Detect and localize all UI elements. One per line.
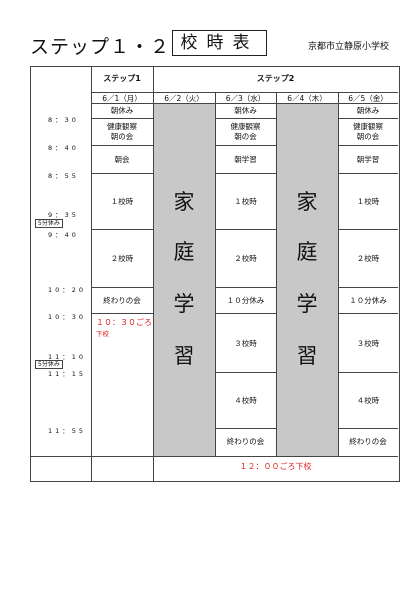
home-study-char: 庭 <box>296 240 318 264</box>
grid-line <box>215 287 276 288</box>
fri-closing: 終わりの会 <box>349 437 387 446</box>
grid-line <box>338 428 398 429</box>
grid-line <box>215 372 276 373</box>
home-study-char: 家 <box>173 190 195 214</box>
document-title: 校時表 <box>172 30 267 56</box>
fri-period-1: １校時 <box>356 197 380 206</box>
wed-health-check: 健康観察 <box>230 122 261 131</box>
date-mon: 6／1（月） <box>102 94 142 103</box>
wed-period-1: １校時 <box>234 197 257 206</box>
mon-dismiss-label: 下校 <box>96 330 109 338</box>
grid-line <box>91 103 398 104</box>
grid-line <box>215 229 276 230</box>
time-label: 11：55 <box>48 427 87 435</box>
mon-asa-yasumi: 朝休み <box>110 106 134 115</box>
home-study-column-tue <box>153 103 215 456</box>
grid-line <box>153 66 154 481</box>
grid-line <box>91 313 153 314</box>
mon-period-2: ２校時 <box>110 254 134 263</box>
grid-line <box>215 118 276 119</box>
fri-period-4: ４校時 <box>356 396 380 405</box>
grid-line <box>338 118 398 119</box>
mon-period-1: １校時 <box>110 197 134 206</box>
wed-period-3: ３校時 <box>234 339 257 348</box>
time-label: 10：20 <box>48 286 87 294</box>
date-tue: 6／2（火） <box>164 94 204 103</box>
mon-assembly: 朝会 <box>114 155 130 164</box>
grid-line <box>338 313 398 314</box>
home-study-char: 庭 <box>173 240 195 264</box>
date-thu: 6／4（木） <box>287 94 327 103</box>
wed-asa-yasumi: 朝休み <box>234 106 257 115</box>
grid-line <box>215 92 216 456</box>
grid-line <box>338 173 398 174</box>
mon-health-check: 健康観察 <box>107 122 137 131</box>
date-wed: 6／3（水） <box>225 94 266 103</box>
grid-line <box>91 173 153 174</box>
grid-line <box>91 66 92 481</box>
grid-line <box>215 313 276 314</box>
home-study-char: 学 <box>296 292 318 316</box>
step1-header: ステップ1 <box>103 74 141 83</box>
grid-line <box>276 92 277 456</box>
fri-break: １０分休み <box>349 296 387 305</box>
grid-line <box>91 92 398 93</box>
home-study-char: 習 <box>173 344 195 368</box>
fri-morning-meeting: 朝の会 <box>356 132 380 141</box>
grid-line <box>215 145 276 146</box>
wed-closing: 終わりの会 <box>226 437 265 446</box>
fri-period-2: ２校時 <box>356 254 380 263</box>
grid-line <box>91 287 153 288</box>
home-study-char: 学 <box>173 292 195 316</box>
mon-closing: 終わりの会 <box>103 296 141 305</box>
time-label: 8：55 <box>48 172 79 180</box>
fri-health-check: 健康観察 <box>353 122 383 131</box>
step2-header: ステップ2 <box>256 74 295 83</box>
grid-line <box>91 229 153 230</box>
grid-line <box>338 287 398 288</box>
break-badge: 5分休み <box>35 360 63 369</box>
grid-line <box>338 145 398 146</box>
grid-line <box>215 428 276 429</box>
mon-dismiss-time: １０：３０ごろ <box>96 318 152 327</box>
time-label: 11：15 <box>48 370 87 378</box>
grid-line <box>215 173 276 174</box>
time-label: 9：40 <box>48 231 79 239</box>
grid-line <box>91 145 153 146</box>
time-label: 8：30 <box>48 116 79 124</box>
grid-line <box>30 456 398 457</box>
home-study-char: 習 <box>296 344 318 368</box>
wed-morning-study: 朝学習 <box>234 155 257 164</box>
grid-line <box>91 118 153 119</box>
grid-line <box>338 372 398 373</box>
time-label: 11：10 <box>48 353 87 361</box>
wed-morning-meeting: 朝の会 <box>234 132 257 141</box>
time-label: 9：35 <box>48 211 79 219</box>
home-study-column-thu <box>276 103 338 456</box>
break-badge: 5分休み <box>35 219 63 228</box>
time-label: 8：40 <box>48 144 79 152</box>
wed-period-4: ４校時 <box>234 396 257 405</box>
step2-dismissal-note: １２：００ごろ下校 <box>239 462 312 471</box>
school-name: 京都市立静原小学校 <box>308 42 390 52</box>
wed-break: １０分休み <box>226 296 265 305</box>
step-title: ステップ１・２ <box>30 36 171 58</box>
fri-morning-study: 朝学習 <box>356 155 380 164</box>
mon-morning-meeting: 朝の会 <box>110 132 134 141</box>
date-fri: 6／5（金） <box>348 94 388 103</box>
fri-asa-yasumi: 朝休み <box>356 106 380 115</box>
time-label: 10：30 <box>48 313 87 321</box>
table-frame <box>30 66 400 482</box>
fri-period-3: ３校時 <box>356 339 380 348</box>
grid-line <box>338 229 398 230</box>
wed-period-2: ２校時 <box>234 254 257 263</box>
grid-line <box>338 92 339 456</box>
home-study-char: 家 <box>296 190 318 214</box>
